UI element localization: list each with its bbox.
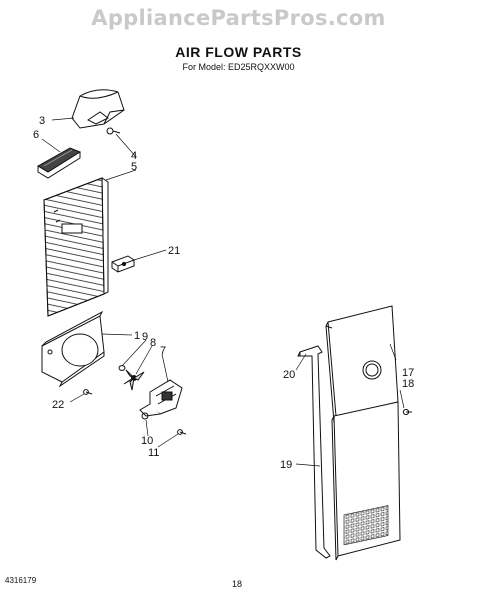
callout-labels: 3 6 4 5 21 1 9 8 7 22 10 11 20 17 18 19 [33, 115, 414, 471]
watermark: AppliancePartsPros.com [91, 6, 386, 30]
callout-6: 6 [33, 129, 39, 141]
page-number: 18 [232, 579, 243, 589]
callout-22: 22 [52, 399, 64, 411]
callout-19: 19 [280, 459, 292, 471]
callout-7: 7 [160, 345, 166, 357]
part-19-lower-panel [331, 401, 401, 561]
part-10-motor-mount [141, 412, 149, 420]
callout-20: 20 [283, 369, 295, 381]
model-subtitle: For Model: ED25RQXXW00 [182, 62, 295, 72]
part-20-trim-strip [297, 345, 331, 559]
callout-5: 5 [131, 161, 137, 173]
callout-4: 4 [131, 150, 137, 162]
part-9-washer [118, 365, 126, 371]
part-3-air-duct [71, 89, 125, 129]
part-1-fan-shroud [41, 310, 105, 388]
callout-10: 10 [141, 435, 153, 447]
part-8-fan-blade [123, 369, 145, 391]
callout-8: 8 [150, 337, 156, 349]
callout-18: 18 [402, 378, 414, 390]
part-18-screw [402, 408, 412, 416]
leader-lines [41, 117, 405, 467]
callout-3: 3 [39, 115, 45, 127]
callout-21: 21 [168, 245, 180, 257]
callout-17: 17 [402, 367, 414, 379]
part-6-grille-insert [37, 147, 82, 179]
document-code: 4316179 [5, 576, 37, 585]
part-17-air-duct-panel [325, 305, 399, 423]
part-7-fan-motor [139, 379, 183, 417]
callout-1: 1 [134, 330, 140, 342]
part-11-screw [177, 429, 187, 435]
part-4-screw [106, 127, 121, 135]
part-22-screw [83, 389, 93, 395]
part-21-bracket [111, 255, 135, 273]
part-5-evaporator-cover [43, 177, 109, 317]
callout-11: 11 [148, 447, 159, 459]
diagram-title: AIR FLOW PARTS [175, 44, 302, 60]
callout-9: 9 [142, 331, 148, 343]
